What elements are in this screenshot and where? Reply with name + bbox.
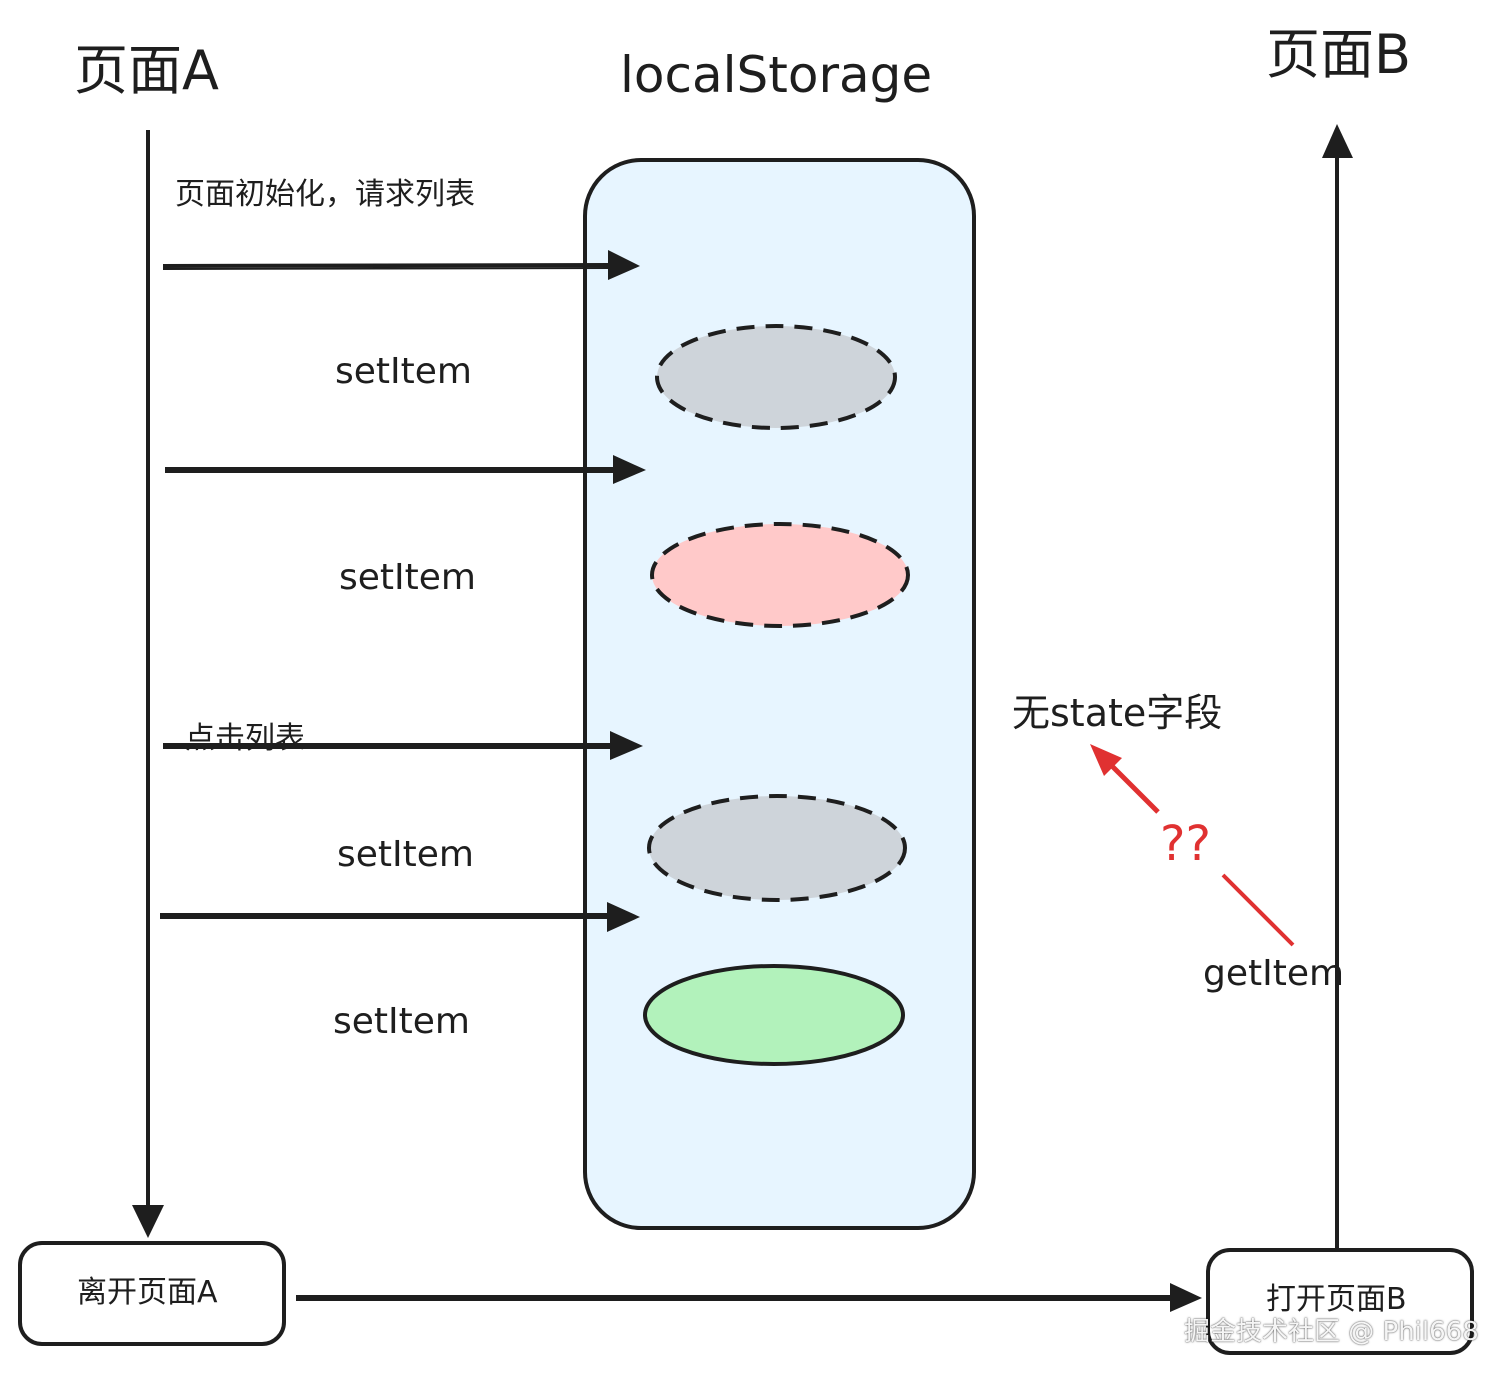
set-item-label: setItem <box>333 1001 470 1042</box>
init-request-label: 页面初始化，请求列表 <box>175 177 475 212</box>
arrow-leave-to-open <box>296 1283 1202 1312</box>
storage-item-2-pink <box>650 522 910 628</box>
storage-item-1-gray <box>655 324 897 430</box>
leave-page-a-label: 离开页面A <box>77 1275 218 1310</box>
page-a-title: 页面A <box>74 39 219 102</box>
page-b-title: 页面B <box>1266 23 1412 86</box>
open-page-b-label: 打开页面B <box>1266 1282 1407 1317</box>
arrow-get-item-red <box>1090 744 1295 947</box>
question-marks-label: ?? <box>1160 816 1211 872</box>
arrow-click-list <box>163 731 643 760</box>
arrow-set-item-1 <box>165 455 646 484</box>
local-storage-title: localStorage <box>620 46 933 104</box>
get-item-label: getItem <box>1203 953 1345 994</box>
set-item-label: setItem <box>335 351 472 392</box>
watermark: 掘金技术社区 @ Phil668 <box>1184 1317 1479 1347</box>
leave-page-a-box <box>18 1241 286 1346</box>
open-page-b-box <box>1206 1248 1474 1355</box>
page-a-timeline-arrowhead <box>132 1205 164 1238</box>
arrow-set-item-3 <box>160 902 640 932</box>
no-state-field-label: 无state字段 <box>1012 691 1223 735</box>
set-item-label: setItem <box>337 834 474 875</box>
local-storage-container <box>583 158 976 1230</box>
set-item-label: setItem <box>339 557 476 598</box>
storage-item-3-gray <box>647 794 907 902</box>
page-b-timeline-arrowhead <box>1322 124 1353 158</box>
arrow-init-request <box>162 250 640 280</box>
click-list-label: 点击列表 <box>185 721 305 756</box>
storage-item-4-green <box>643 964 905 1066</box>
